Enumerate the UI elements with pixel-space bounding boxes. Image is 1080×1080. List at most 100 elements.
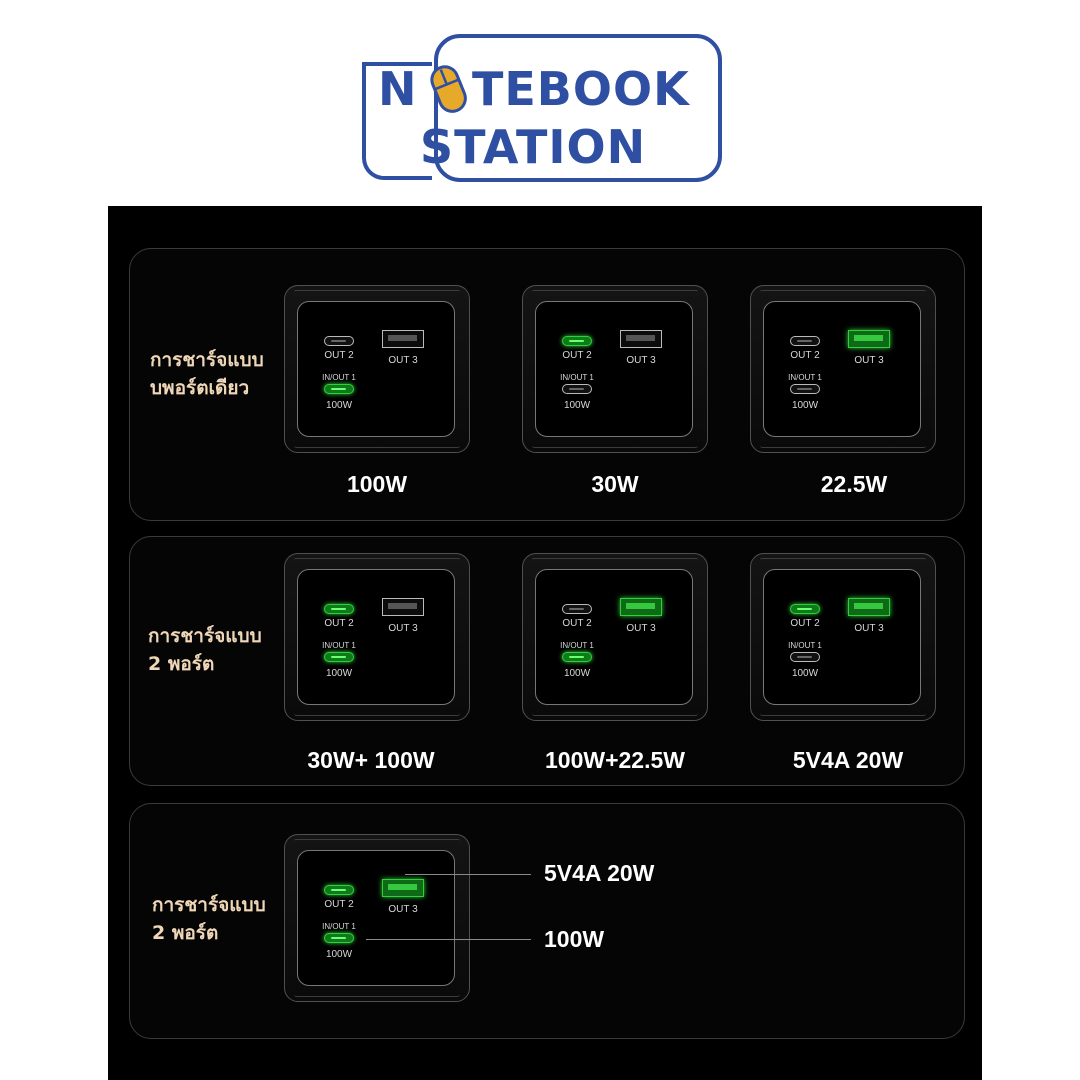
port-label-inout1: IN/OUT 1 (322, 922, 356, 931)
port-label-out2: OUT 2 (562, 618, 592, 629)
device-rim (532, 290, 698, 294)
usb-a-port-out3-icon (620, 330, 662, 348)
device-rim (294, 992, 460, 997)
power-output-label: 30W+ 100W (307, 747, 435, 773)
usb-c-port-inout1-icon (324, 652, 354, 662)
power-output-label: 30W (591, 471, 639, 497)
device-rim (294, 711, 460, 716)
device-rim (294, 839, 460, 843)
mode-label: การชาร์จแบบ 2 พอร์ต (152, 894, 266, 944)
usb-c-port-inout1-icon (324, 384, 354, 394)
usb-c-port-out2-icon (324, 604, 354, 614)
device-port-panel: OUT 2 OUT 3 IN/OUT 1 100W (297, 301, 455, 437)
usb-a-port-out3-icon (848, 330, 890, 348)
charging-modes-panel: การชาร์จแบบ บพอร์ตเดียว OUT 2 OUT 3 IN/OUT… (108, 206, 982, 1080)
device-rim (760, 711, 926, 716)
port-label-inout1: IN/OUT 1 (788, 641, 822, 650)
usb-c-port-out2-icon (790, 336, 820, 346)
usb-c-port-inout1-icon (324, 933, 354, 943)
usb-a-port-out3-icon (382, 598, 424, 616)
power-bank-device: OUT 2 OUT 3 IN/OUT 1 100W (750, 553, 936, 721)
usb-a-port-out3-icon (382, 879, 424, 897)
port-label-out3: OUT 3 (626, 355, 656, 366)
callout-line (366, 939, 531, 940)
callout-label-out: 5V4A 20W (544, 860, 655, 886)
callout-line (405, 874, 531, 875)
power-output-label: 5V4A 20W (792, 747, 904, 773)
power-bank-device: OUT 2 OUT 3 IN/OUT 1 100W (284, 553, 470, 721)
logo-frame (434, 34, 722, 182)
usb-a-port-out3-icon (382, 330, 424, 348)
usb-c-port-out2-icon (790, 604, 820, 614)
port-label-out2: OUT 2 (790, 350, 820, 361)
port-label-out3: OUT 3 (626, 623, 656, 634)
port-label-out3: OUT 3 (388, 623, 418, 634)
device-rim (294, 290, 460, 294)
port-label-inout1: IN/OUT 1 (560, 641, 594, 650)
dual-port-callout-section: การชาร์จแบบ 2 พอร์ต OUT 2 OUT 3 IN/OUT 1 10… (129, 803, 965, 1039)
device-port-panel: OUT 2 OUT 3 IN/OUT 1 100W (763, 301, 921, 437)
power-output-label: 100W (346, 471, 408, 497)
mode-label: การชาร์จแบบ 2 พอร์ต (148, 625, 262, 675)
device-rim (760, 558, 926, 562)
port-label-inout1-watt: 100W (325, 949, 353, 960)
device-rim (532, 443, 698, 448)
port-label-out2: OUT 2 (562, 350, 592, 361)
mode-label: การชาร์จแบบ บพอร์ตเดียว (150, 349, 264, 399)
port-label-inout1: IN/OUT 1 (322, 641, 356, 650)
device-rim (294, 443, 460, 448)
device-port-panel: OUT 2 OUT 3 IN/OUT 1 100W (763, 569, 921, 705)
device-port-panel: OUT 2 OUT 3 IN/OUT 1 100W (535, 301, 693, 437)
logo-frame-left (362, 62, 432, 180)
port-label-out3: OUT 3 (854, 623, 884, 634)
dual-port-section: การชาร์จแบบ 2 พอร์ต OUT 2 OUT 3 IN/OUT 1 10… (129, 536, 965, 786)
device-rim (294, 558, 460, 562)
power-bank-device: OUT 2 OUT 3 IN/OUT 1 100W (522, 285, 708, 453)
device-rim (532, 558, 698, 562)
device-port-panel: OUT 2 OUT 3 IN/OUT 1 100W (297, 850, 455, 986)
logo-text-line2: STATION (420, 120, 647, 174)
port-label-inout1: IN/OUT 1 (322, 373, 356, 382)
computer-mouse-icon (430, 65, 467, 113)
usb-c-port-out2-icon (562, 604, 592, 614)
port-label-inout1: IN/OUT 1 (788, 373, 822, 382)
power-bank-device: OUT 2 OUT 3 IN/OUT 1 100W (522, 553, 708, 721)
power-output-label: 100W+22.5W (545, 747, 685, 773)
device-port-panel: OUT 2 OUT 3 IN/OUT 1 100W (535, 569, 693, 705)
device-port-panel: OUT 2 OUT 3 IN/OUT 1 100W (297, 569, 455, 705)
power-bank-device: OUT 2 OUT 3 IN/OUT 1 100W (284, 285, 470, 453)
device-rim (760, 443, 926, 448)
callout-label-inout: 100W (544, 926, 605, 952)
device-rim (532, 711, 698, 716)
port-label-out2: OUT 2 (790, 618, 820, 629)
usb-c-port-inout1-icon (562, 652, 592, 662)
logo-text-line1: TEBOOK (472, 62, 690, 116)
single-port-section: การชาร์จแบบ บพอร์ตเดียว OUT 2 OUT 3 IN/OUT… (129, 248, 965, 521)
port-label-inout1-watt: 100W (563, 400, 591, 411)
notebook-station-logo: N TEBOOK STATION (362, 34, 722, 184)
usb-c-port-inout1-icon (562, 384, 592, 394)
port-label-inout1-watt: 100W (791, 400, 819, 411)
device-rim (760, 290, 926, 294)
port-label-out3: OUT 3 (388, 904, 418, 915)
port-label-out2: OUT 2 (324, 350, 354, 361)
port-label-inout1-watt: 100W (325, 668, 353, 679)
power-bank-device: OUT 2 OUT 3 IN/OUT 1 100W (284, 834, 470, 1002)
power-bank-device: OUT 2 OUT 3 IN/OUT 1 100W (750, 285, 936, 453)
port-label-out2: OUT 2 (324, 618, 354, 629)
logo-letter-n: N (378, 62, 417, 116)
port-label-inout1: IN/OUT 1 (560, 373, 594, 382)
usb-c-port-inout1-icon (790, 384, 820, 394)
power-output-label: 22.5W (820, 471, 888, 497)
port-label-out3: OUT 3 (388, 355, 418, 366)
usb-c-port-out2-icon (324, 336, 354, 346)
port-label-inout1-watt: 100W (325, 400, 353, 411)
usb-c-port-out2-icon (324, 885, 354, 895)
port-label-out3: OUT 3 (854, 355, 884, 366)
port-label-out2: OUT 2 (324, 899, 354, 910)
port-label-inout1-watt: 100W (563, 668, 591, 679)
usb-a-port-out3-icon (848, 598, 890, 616)
usb-a-port-out3-icon (620, 598, 662, 616)
port-label-inout1-watt: 100W (791, 668, 819, 679)
usb-c-port-out2-icon (562, 336, 592, 346)
